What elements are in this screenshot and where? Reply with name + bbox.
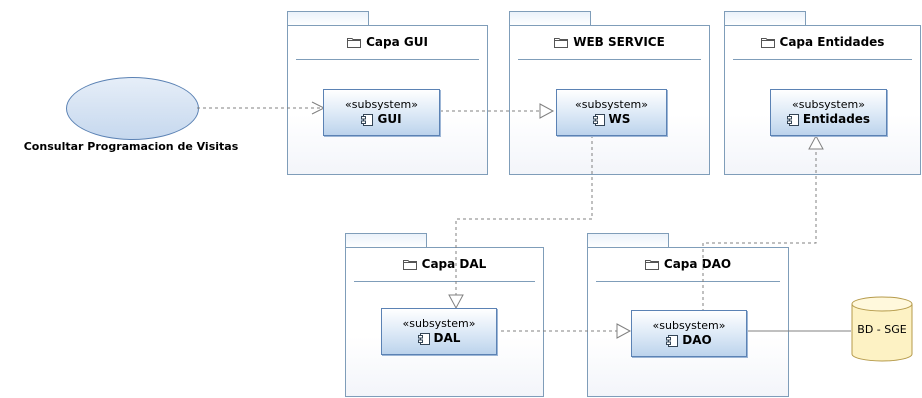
package-folder-icon <box>644 259 659 270</box>
subsystem-icon <box>666 334 679 347</box>
package-divider <box>354 281 535 282</box>
package-folder-icon <box>402 259 417 270</box>
subsystem-name: GUI <box>377 112 402 126</box>
subsystem-stereotype: «subsystem» <box>792 98 865 111</box>
package-tab <box>587 233 669 248</box>
package-title: Capa GUI <box>366 35 428 49</box>
package-tab <box>287 11 369 26</box>
package-title: Capa DAL <box>421 257 487 271</box>
package-divider <box>733 59 912 60</box>
package-divider <box>296 59 479 60</box>
subsystem-icon <box>361 113 374 126</box>
subsystem-name: WS <box>608 112 631 126</box>
use-case-ellipse[interactable] <box>66 77 199 140</box>
package-tab <box>724 11 806 26</box>
package-divider <box>518 59 701 60</box>
package-title: Capa Entidades <box>779 35 885 49</box>
subsystem-name: Entidades <box>802 112 871 126</box>
subsystem-dal[interactable]: «subsystem» DAL <box>381 308 497 355</box>
package-tab <box>345 233 427 248</box>
package-divider <box>596 281 780 282</box>
package-tab <box>509 11 591 26</box>
package-title: WEB SERVICE <box>573 35 665 49</box>
database-label: BD - SGE <box>857 323 907 336</box>
database-cylinder-icon[interactable] <box>848 295 916 363</box>
use-case-label: Consultar Programacion de Visitas <box>23 140 239 153</box>
subsystem-ws[interactable]: «subsystem» WS <box>556 89 667 136</box>
subsystem-icon <box>592 113 605 126</box>
package-folder-icon <box>554 37 569 48</box>
package-folder-icon <box>760 37 775 48</box>
subsystem-stereotype: «subsystem» <box>402 317 476 330</box>
package-title: Capa DAO <box>663 257 732 271</box>
package-folder-icon <box>347 37 362 48</box>
subsystem-name: DAL <box>433 331 461 345</box>
subsystem-entidades[interactable]: «subsystem» Entidades <box>770 89 887 136</box>
subsystem-gui[interactable]: «subsystem» GUI <box>323 89 440 136</box>
subsystem-name: DAO <box>682 333 712 347</box>
subsystem-icon <box>417 332 430 345</box>
subsystem-icon <box>786 113 799 126</box>
subsystem-stereotype: «subsystem» <box>575 98 648 111</box>
subsystem-stereotype: «subsystem» <box>652 319 726 332</box>
subsystem-dao[interactable]: «subsystem» DAO <box>631 310 747 357</box>
subsystem-stereotype: «subsystem» <box>345 98 418 111</box>
